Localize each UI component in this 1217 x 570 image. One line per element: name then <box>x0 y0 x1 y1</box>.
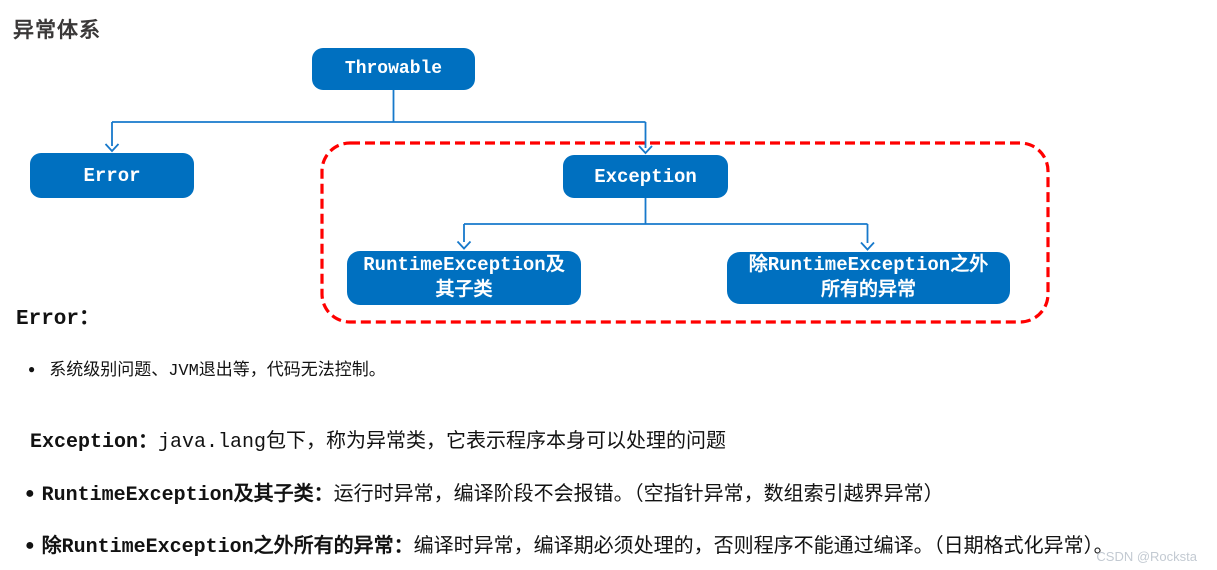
exception-description-line: Exception：java.lang包下，称为异常类，它表示程序本身可以处理的… <box>30 424 726 454</box>
error-section-heading: Error： <box>16 308 101 331</box>
exception-description-label: Exception： <box>30 431 159 454</box>
node-throwable: Throwable <box>312 48 475 90</box>
node-throwable-label: Throwable <box>344 59 443 79</box>
error-bullet-text: 系统级别问题、JVM退出等，代码无法控制。 <box>49 362 386 381</box>
bullet-icon: ● <box>28 363 36 377</box>
error-bullet-item: ● 系统级别问题、JVM退出等，代码无法控制。 <box>28 355 386 381</box>
node-checked-exception: 除RuntimeException之外 所有的异常 <box>727 252 1010 304</box>
arrowhead-runtime <box>456 240 472 250</box>
checked-bullet-label: 除RuntimeException之外所有的异常： <box>41 536 414 559</box>
node-runtime-exception: RuntimeException及 其子类 <box>347 251 581 305</box>
node-exception-label: Exception <box>594 165 697 188</box>
arrowhead-checked <box>860 241 875 251</box>
runtime-bullet-item: ● RuntimeException及其子类：运行时异常，编译阶段不会报错。（空指… <box>25 477 944 507</box>
node-checked-exception-line1: 除RuntimeException之外 <box>748 254 989 276</box>
csdn-watermark: CSDN @Rocksta <box>1096 549 1197 564</box>
node-runtime-exception-line2: 其子类 <box>435 279 493 301</box>
runtime-bullet-label: RuntimeException及其子类： <box>41 484 334 507</box>
node-error-label: Error <box>83 164 141 187</box>
checked-bullet-item: ● 除RuntimeException之外所有的异常：编译时异常，编译期必须处理的… <box>25 529 1114 559</box>
arrowhead-error <box>104 143 120 153</box>
node-checked-exception-line2: 所有的异常 <box>820 279 916 301</box>
exception-description-text: java.lang包下，称为异常类，它表示程序本身可以处理的问题 <box>158 431 727 454</box>
node-exception: Exception <box>563 155 728 198</box>
arrowhead-exception <box>638 145 653 155</box>
node-runtime-exception-line1: RuntimeException及 <box>363 254 565 276</box>
page-title: 异常体系 <box>13 18 101 42</box>
runtime-bullet-text: 运行时异常，编译阶段不会报错。（空指针异常，数组索引越界异常） <box>333 484 944 507</box>
bullet-icon: ● <box>25 537 35 555</box>
exception-highlight-outline <box>320 141 1050 324</box>
bullet-icon: ● <box>25 485 35 503</box>
checked-bullet-text: 编译时异常，编译期必须处理的，否则程序不能通过编译。（日期格式化异常）。 <box>413 536 1114 559</box>
node-error: Error <box>30 153 194 198</box>
